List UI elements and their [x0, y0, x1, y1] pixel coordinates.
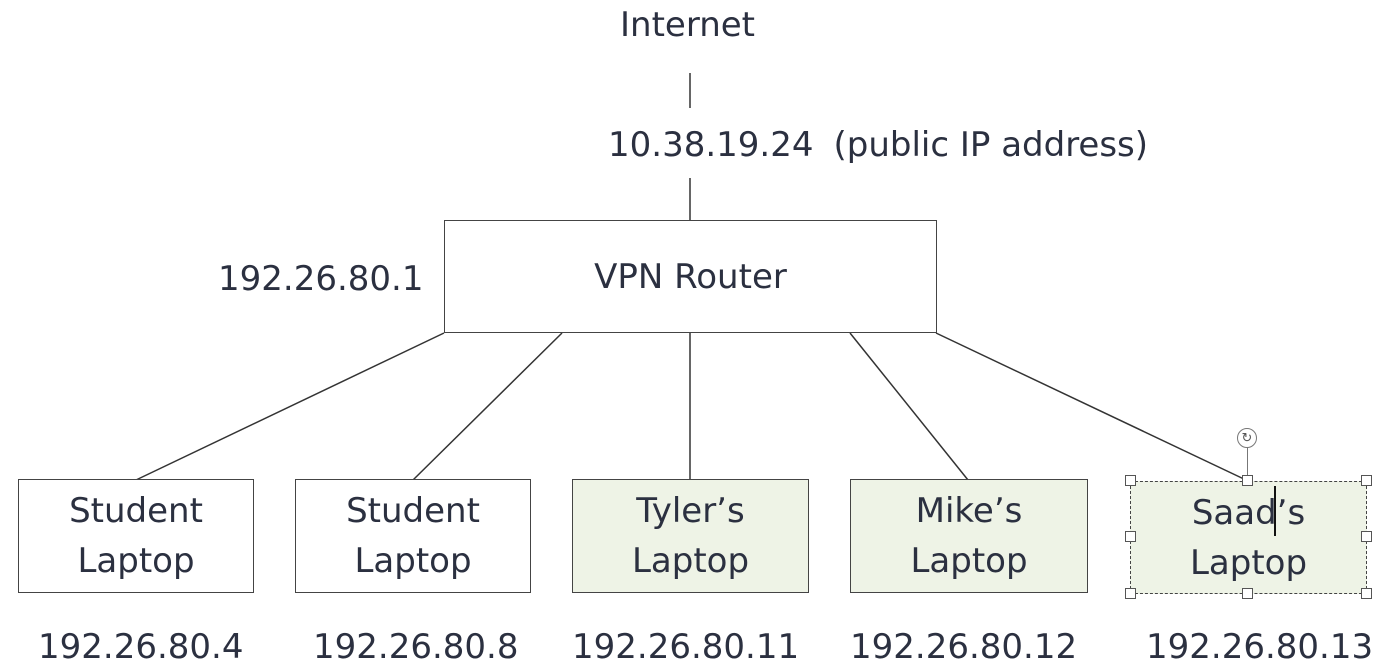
connector-router-device-4: [849, 332, 969, 481]
resize-handle-bottom-right[interactable]: [1361, 588, 1372, 599]
device-4-line2: Laptop: [910, 541, 1028, 581]
device-2-ip: 192.26.80.8: [313, 627, 519, 667]
device-2-line1: Student: [346, 491, 480, 531]
device-5-line2: Laptop: [1189, 542, 1308, 583]
resize-handle-bottom-left[interactable]: [1125, 588, 1136, 599]
device-4-ip: 192.26.80.12: [850, 627, 1078, 667]
device-5-ip: 192.26.80.13: [1146, 627, 1374, 667]
device-box-2[interactable]: Student Laptop: [295, 479, 531, 593]
device-box-4[interactable]: Mike’s Laptop: [850, 479, 1088, 593]
device-box-5-selected[interactable]: Saad’s Laptop: [1130, 481, 1367, 594]
rotate-handle-stem: [1247, 447, 1248, 475]
device-3-line1: Tyler’s: [636, 491, 745, 531]
resize-handle-middle-left[interactable]: [1125, 531, 1136, 542]
connector-router-device-2: [412, 332, 563, 481]
public-ip-label: 10.38.19.24 (public IP address): [608, 128, 1148, 162]
internet-label: Internet: [620, 5, 756, 45]
vpn-router-box[interactable]: VPN Router: [444, 220, 937, 333]
device-1-line1: Student: [69, 491, 203, 531]
device-1-ip: 192.26.80.4: [38, 627, 244, 667]
resize-handle-top-right[interactable]: [1361, 475, 1372, 486]
public-ip-value: 10.38.19.24: [608, 125, 814, 165]
resize-handle-top-left[interactable]: [1125, 475, 1136, 486]
device-1-line2: Laptop: [77, 541, 195, 581]
device-3-line2: Laptop: [631, 541, 750, 581]
resize-handle-middle-right[interactable]: [1361, 531, 1372, 542]
device-5-line1: Saad’s: [1191, 492, 1306, 533]
text-cursor: [1274, 486, 1276, 536]
device-4-line1: Mike’s: [915, 491, 1023, 531]
connector-router-device-1: [135, 332, 445, 481]
public-ip-note: (public IP address): [833, 125, 1149, 165]
vpn-router-label: VPN Router: [594, 256, 787, 297]
device-box-1[interactable]: Student Laptop: [18, 479, 254, 593]
resize-handle-top-center[interactable]: [1242, 475, 1253, 486]
device-2-line2: Laptop: [354, 541, 472, 581]
device-3-ip: 192.26.80.11: [572, 627, 800, 667]
connector-router-device-5: [935, 332, 1247, 481]
router-ip-label: 192.26.80.1: [218, 259, 424, 299]
device-box-3[interactable]: Tyler’s Laptop: [572, 479, 809, 593]
resize-handle-bottom-center[interactable]: [1242, 588, 1253, 599]
rotate-handle-icon[interactable]: ↻: [1237, 428, 1257, 448]
